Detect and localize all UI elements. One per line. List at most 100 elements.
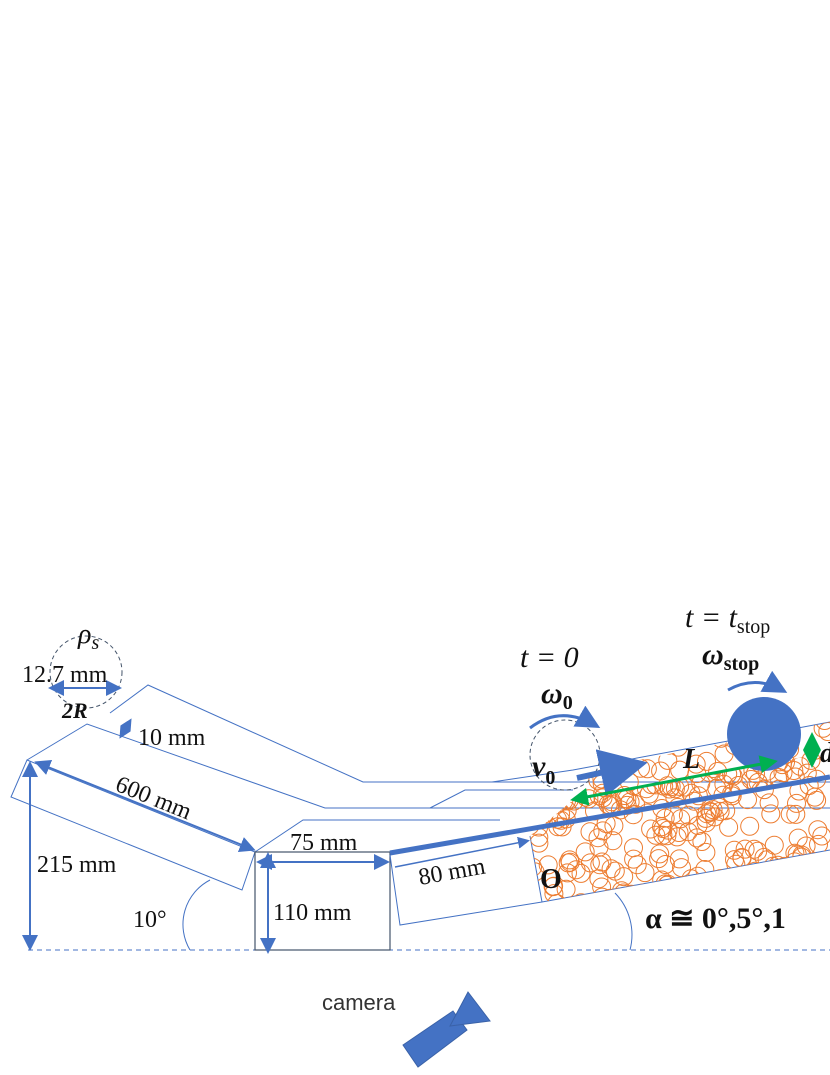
ramp-angle-arc xyxy=(182,879,211,951)
ramp-height-label: 215 mm xyxy=(37,852,117,878)
grain xyxy=(547,795,567,815)
grain xyxy=(569,752,589,760)
grain xyxy=(578,744,594,764)
grain xyxy=(805,787,825,807)
grain xyxy=(655,874,675,894)
grain xyxy=(655,855,675,874)
grain xyxy=(571,893,591,902)
density-label: ρs xyxy=(77,619,99,654)
grain xyxy=(674,722,694,741)
grain xyxy=(571,752,591,766)
grain xyxy=(658,820,678,840)
tube-section xyxy=(389,721,830,926)
grain xyxy=(653,825,673,845)
grain xyxy=(610,887,630,902)
grain xyxy=(635,722,655,736)
diameter-symbol: 2R xyxy=(61,698,88,723)
grain xyxy=(621,884,641,902)
grain xyxy=(614,883,633,902)
grain xyxy=(530,892,541,902)
grain xyxy=(671,809,691,829)
grain xyxy=(663,725,683,745)
ramp-angle-label: 10° xyxy=(133,907,167,933)
grain xyxy=(798,873,818,893)
grain xyxy=(633,883,653,902)
grain xyxy=(688,816,708,835)
grain xyxy=(571,863,591,883)
grain xyxy=(678,822,698,842)
grain xyxy=(813,722,830,738)
grain xyxy=(570,752,590,760)
diameter-value: 12.7 mm xyxy=(22,662,108,688)
grain xyxy=(605,727,625,747)
grain xyxy=(585,723,605,742)
omega0-label: ω0 xyxy=(541,677,573,714)
omega-stop-arrow xyxy=(727,670,788,693)
grain xyxy=(603,831,623,851)
support-box xyxy=(254,851,391,954)
ramp-length-arrow xyxy=(34,760,256,852)
grain xyxy=(669,823,689,842)
grain xyxy=(530,788,546,808)
grain xyxy=(786,804,806,824)
grain xyxy=(530,833,549,853)
grain xyxy=(592,852,612,872)
grain xyxy=(560,752,580,762)
penetration-length-arrow xyxy=(570,755,778,806)
grain xyxy=(669,849,689,869)
grain xyxy=(696,842,716,862)
grain xyxy=(682,880,702,900)
grain xyxy=(808,820,828,840)
grain xyxy=(560,850,580,870)
grain xyxy=(759,793,779,813)
grain xyxy=(642,726,662,746)
grain xyxy=(818,722,830,741)
grain xyxy=(681,869,701,889)
grain xyxy=(697,751,716,771)
grain xyxy=(530,857,542,877)
grain xyxy=(535,795,555,814)
grain xyxy=(724,840,744,860)
grain xyxy=(536,797,555,817)
grain xyxy=(538,855,558,875)
grain xyxy=(815,722,830,730)
grain xyxy=(688,866,708,886)
grain xyxy=(719,817,739,837)
grain xyxy=(802,890,822,902)
grain xyxy=(799,776,819,795)
grain xyxy=(705,807,725,827)
grain xyxy=(608,895,628,902)
grain xyxy=(692,832,712,851)
grain xyxy=(691,882,711,902)
grain xyxy=(756,882,776,902)
tube-section-arrow xyxy=(394,836,530,868)
grain xyxy=(658,752,678,761)
grain xyxy=(735,839,755,859)
grain xyxy=(812,826,830,846)
grain xyxy=(623,725,643,745)
grain xyxy=(788,828,808,848)
grain xyxy=(610,729,630,749)
tstop-label: t = tstop xyxy=(685,601,770,638)
grain xyxy=(598,741,618,761)
omega0-arrow xyxy=(529,705,601,730)
grain xyxy=(784,761,804,780)
gap-label: 10 mm xyxy=(138,725,206,751)
omega-stop-label: ωstop xyxy=(702,638,759,675)
grain xyxy=(573,752,593,768)
gap-arrow xyxy=(119,718,132,739)
particle-outline xyxy=(49,635,123,709)
grain xyxy=(787,793,806,813)
grain xyxy=(649,849,669,869)
origin-label: O xyxy=(540,864,562,895)
box-height-label: 110 mm xyxy=(273,900,352,926)
grain xyxy=(575,842,595,862)
alpha-angle-arc xyxy=(614,892,633,951)
ramp-length-label: 600 mm xyxy=(112,771,196,825)
camera-icon xyxy=(402,991,491,1068)
depth-label: d xyxy=(820,738,830,769)
grain xyxy=(547,787,566,807)
grain xyxy=(603,740,623,760)
grain xyxy=(589,837,609,857)
